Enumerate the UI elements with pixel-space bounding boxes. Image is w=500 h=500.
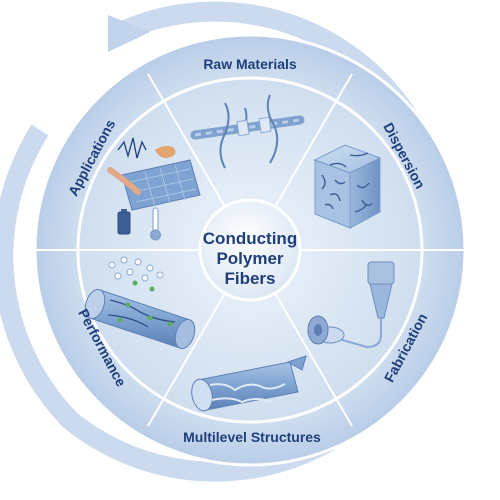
fiber-cross-section-icon <box>191 355 307 412</box>
dispersion-cube-icon <box>313 144 382 229</box>
arrow-head-icon <box>108 15 150 52</box>
conductive-fiber-icon <box>84 256 196 350</box>
segment-label-multilevel-structures: Multilevel Structures <box>183 429 321 445</box>
polymer-chain-icon <box>190 94 305 169</box>
center-hub <box>198 198 302 302</box>
center-title-line-1: Conducting <box>203 229 297 248</box>
center-title-line-2: Polymer <box>216 249 283 268</box>
application-devices-icon <box>107 137 201 241</box>
segment-label-raw-materials: Raw Materials <box>203 56 297 72</box>
spinning-nozzle-icon <box>307 261 395 349</box>
center-title-line-3: Fibers <box>224 269 275 288</box>
